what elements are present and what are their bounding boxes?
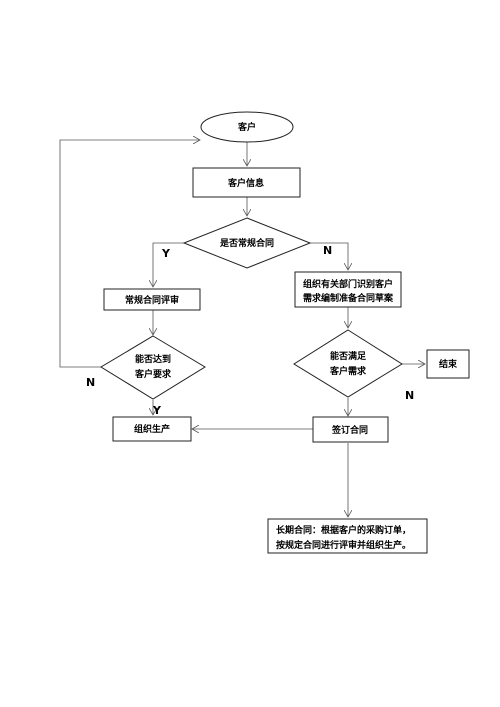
edge-label-yes-left: Y <box>161 247 171 260</box>
customer-info-label: 客户信息 <box>227 177 264 189</box>
dept-identify-label-1: 组织有关部门识别客户 <box>303 278 393 290</box>
meet-requirement-right-label-2: 客户需求 <box>329 365 367 377</box>
long-term-contract-label-2: 按规定合同进行评审并组织生产。 <box>276 539 411 551</box>
regular-review-label: 常规合同评审 <box>125 294 179 306</box>
meet-requirement-left-decision <box>100 335 206 400</box>
dept-identify-label-2: 需求编制准备合同草案 <box>303 292 394 304</box>
customer-info-node <box>192 167 301 198</box>
sign-contract-label: 签订合同 <box>331 424 368 436</box>
regular-review-node <box>103 288 201 311</box>
regular-contract-decision <box>182 217 312 269</box>
edge-label-no-right: N <box>323 244 332 257</box>
organize-production-node <box>112 416 192 442</box>
long-term-contract-label-1: 长期合同：根据客户的采购订单， <box>276 524 411 536</box>
customer-label: 客户 <box>237 121 256 133</box>
dept-identify-node <box>294 271 402 308</box>
meet-requirement-left-label-1: 能否达到 <box>135 353 171 365</box>
regular-contract-label: 是否常规合同 <box>219 237 274 249</box>
meet-requirement-left-label-2: 客户要求 <box>134 368 172 380</box>
edge-decision-yes-to-review <box>153 242 184 287</box>
sign-contract-node <box>312 416 389 443</box>
meet-requirement-right-label-1: 能否满足 <box>330 350 367 362</box>
edge-label-no-end: N <box>405 389 414 402</box>
customer-node <box>200 111 294 143</box>
edge-label-yes-down: Y <box>152 404 162 417</box>
end-node <box>426 349 470 379</box>
meet-requirement-right-decision <box>293 329 403 398</box>
edge-left-decision-no-loop <box>59 140 200 368</box>
edge-decision-no-to-dept <box>310 242 348 270</box>
organize-production-label: 组织生产 <box>134 423 170 435</box>
end-label: 结束 <box>439 358 458 370</box>
edge-label-no-loop: N <box>86 376 95 389</box>
long-term-contract-node <box>267 518 428 554</box>
